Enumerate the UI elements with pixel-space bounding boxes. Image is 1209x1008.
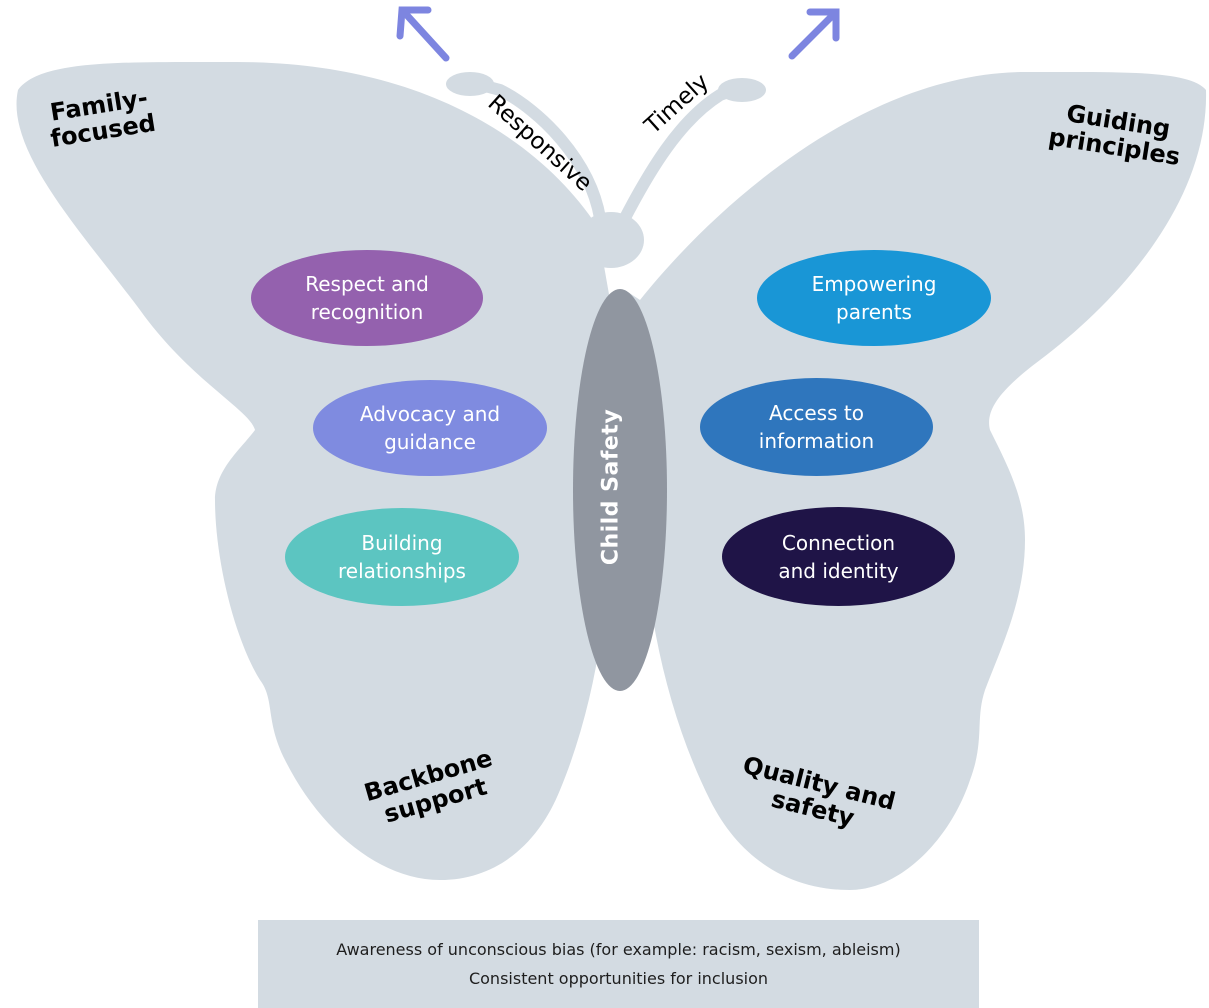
- butterfly-head: [578, 212, 644, 268]
- left-arrow-icon: [396, 6, 450, 62]
- left-antenna: [464, 76, 606, 224]
- left-antenna-tip: [446, 72, 494, 96]
- right-antenna-tip: [718, 78, 766, 102]
- footer-line-1: Awareness of unconscious bias (for examp…: [336, 940, 901, 959]
- footer-line-2: Consistent opportunities for inclusion: [468, 969, 769, 988]
- child-safety-label: Child Safety: [598, 408, 624, 566]
- right-wing: [625, 71, 1207, 890]
- footer-box: Awareness of unconscious bias (for examp…: [258, 920, 979, 1008]
- butterfly-body: [573, 289, 667, 691]
- left-wing: [16, 61, 611, 881]
- right-arrow-icon: [788, 8, 840, 60]
- right-antenna: [619, 82, 746, 224]
